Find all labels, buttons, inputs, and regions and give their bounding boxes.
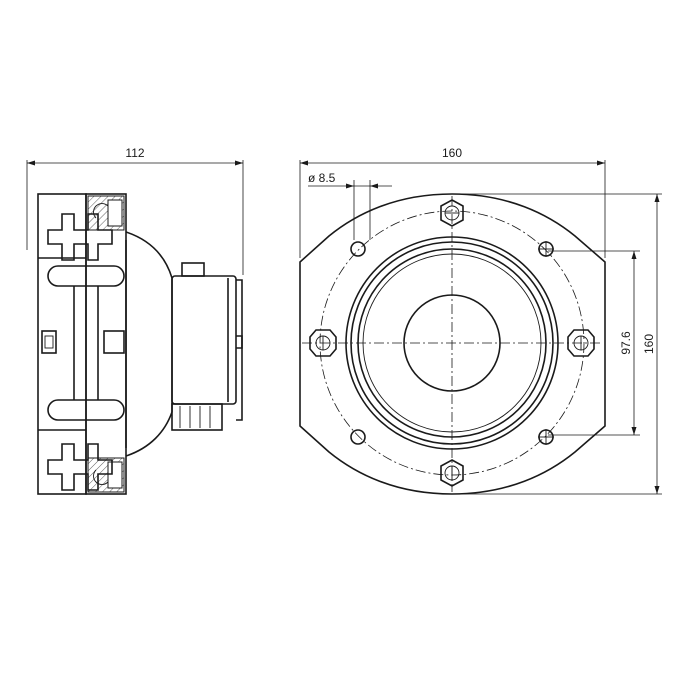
hex-bolt-right [567,329,595,357]
actuator-box [171,275,237,405]
side-window [103,330,125,354]
center-bore [403,294,501,392]
front-height-label: 160 [642,334,656,354]
mounting-holes [350,241,554,445]
side-view: 112 [26,146,244,495]
front-width-dimension: 160 [299,146,606,258]
hex-bolt-bottom [440,459,464,487]
front-flange-outline [299,193,606,495]
internal-channel [47,213,113,261]
hole-spacing-label: 97.6 [619,331,633,355]
side-width-label: 112 [125,146,144,160]
outer-ring [345,236,559,450]
dome-body [125,231,173,457]
front-height-dimension: 160 [452,193,662,495]
mounting-hole [350,429,366,445]
mounting-hole [350,241,366,257]
side-fitting [41,330,57,354]
connector [171,403,223,431]
hole-diameter-dimension: ø 8.5 [308,171,392,240]
front-width-label: 160 [442,146,462,160]
side-width-dimension: 112 [26,146,244,275]
clamp-ring [85,193,127,495]
hole-diameter-label: ø 8.5 [308,171,336,185]
hex-bolt-top [440,199,464,227]
hex-bolt-left [309,329,337,357]
front-view: 160 ø 8.5 160 97.6 [299,146,662,495]
